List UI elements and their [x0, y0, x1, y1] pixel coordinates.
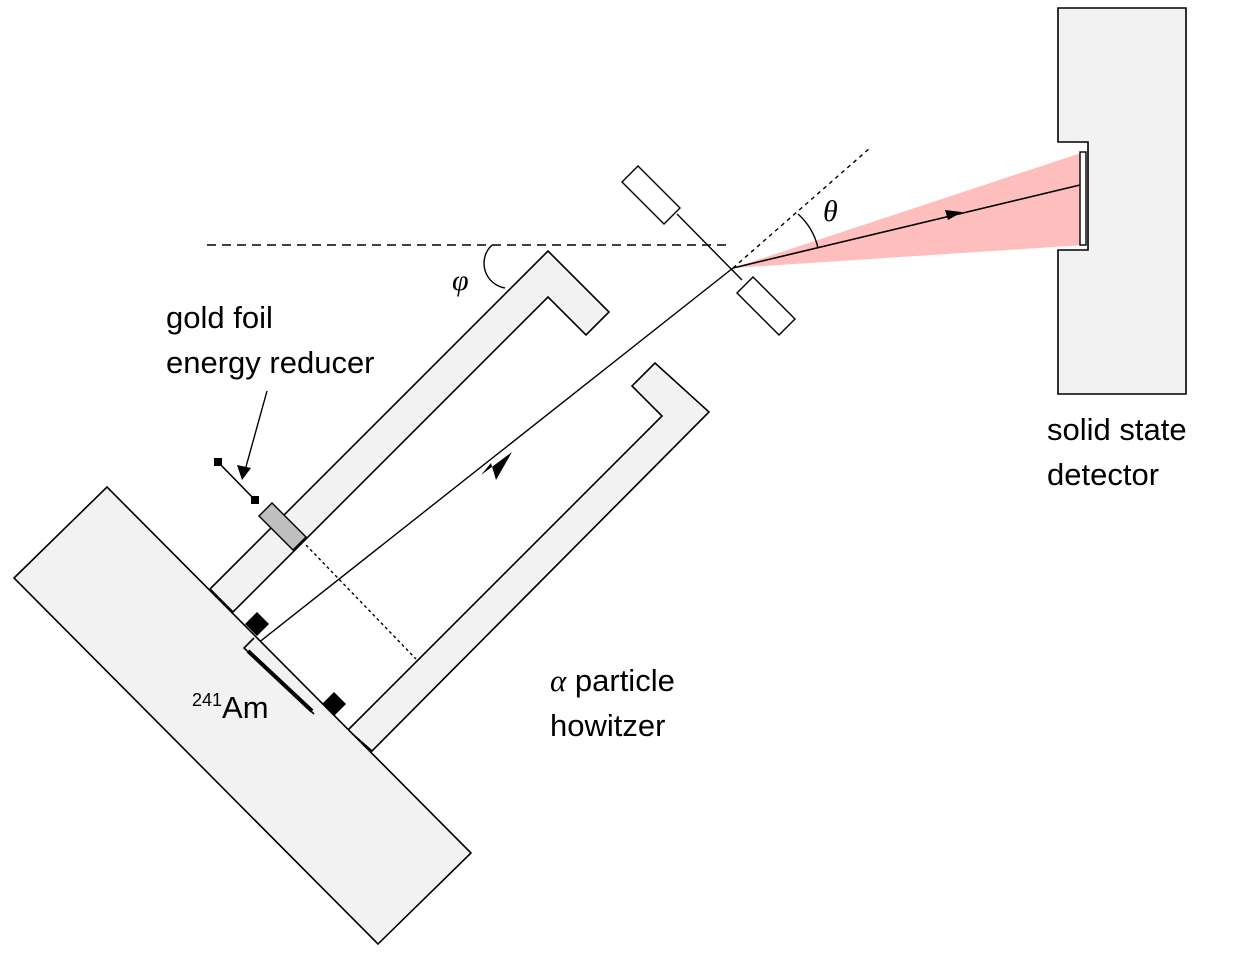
- alpha-symbol: α: [550, 663, 567, 698]
- beam-extension-line: [732, 147, 871, 269]
- incident-ray: [247, 267, 734, 652]
- detector-label-line1: solid state: [1047, 412, 1187, 447]
- scattered-ray: [732, 184, 1081, 269]
- foil-marker-line: [217, 461, 256, 501]
- howitzer-base: [12, 485, 473, 946]
- gold-foil-reducer: [258, 502, 307, 551]
- isotope-symbol: Am: [222, 690, 269, 725]
- foil-marker-end-1: [214, 458, 222, 466]
- target-foil-plane: [676, 213, 743, 281]
- scattered-beam-cone: [733, 152, 1084, 268]
- phi-label: φ: [452, 264, 469, 297]
- gold-foil-label-line1: gold foil: [166, 300, 273, 335]
- source-clamp-upper: [245, 612, 269, 636]
- gold-foil-pointer: [243, 390, 268, 475]
- theta-angle-arc: [797, 213, 819, 249]
- howitzer-barrel-lower: [346, 361, 711, 753]
- isotope-label: 241Am: [192, 690, 269, 725]
- theta-label: θ: [823, 195, 838, 228]
- howitzer-label-line1: α particle: [550, 663, 675, 698]
- incident-ray-arrowhead: [481, 452, 512, 480]
- gold-foil-path: [305, 544, 417, 660]
- detector-body: [1057, 7, 1187, 395]
- phi-angle-arc: [483, 244, 506, 289]
- howitzer-label-line2: howitzer: [550, 708, 665, 743]
- americium-source: [246, 649, 314, 713]
- isotope-mass-number: 241: [192, 690, 222, 710]
- target-holder-lower: [736, 276, 796, 336]
- howitzer-barrel-upper: [208, 249, 611, 614]
- gold-foil-pointer-arrowhead: [237, 465, 251, 480]
- source-clamp-lower: [322, 692, 346, 716]
- foil-marker-end-2: [251, 496, 259, 504]
- detector-label-line2: detector: [1047, 457, 1159, 492]
- gold-foil-label-line2: energy reducer: [166, 345, 375, 380]
- howitzer-label-particle: particle: [566, 663, 675, 698]
- scattered-ray-arrowhead: [945, 210, 962, 220]
- target-holder-upper: [621, 165, 681, 225]
- detector-window: [1079, 151, 1087, 246]
